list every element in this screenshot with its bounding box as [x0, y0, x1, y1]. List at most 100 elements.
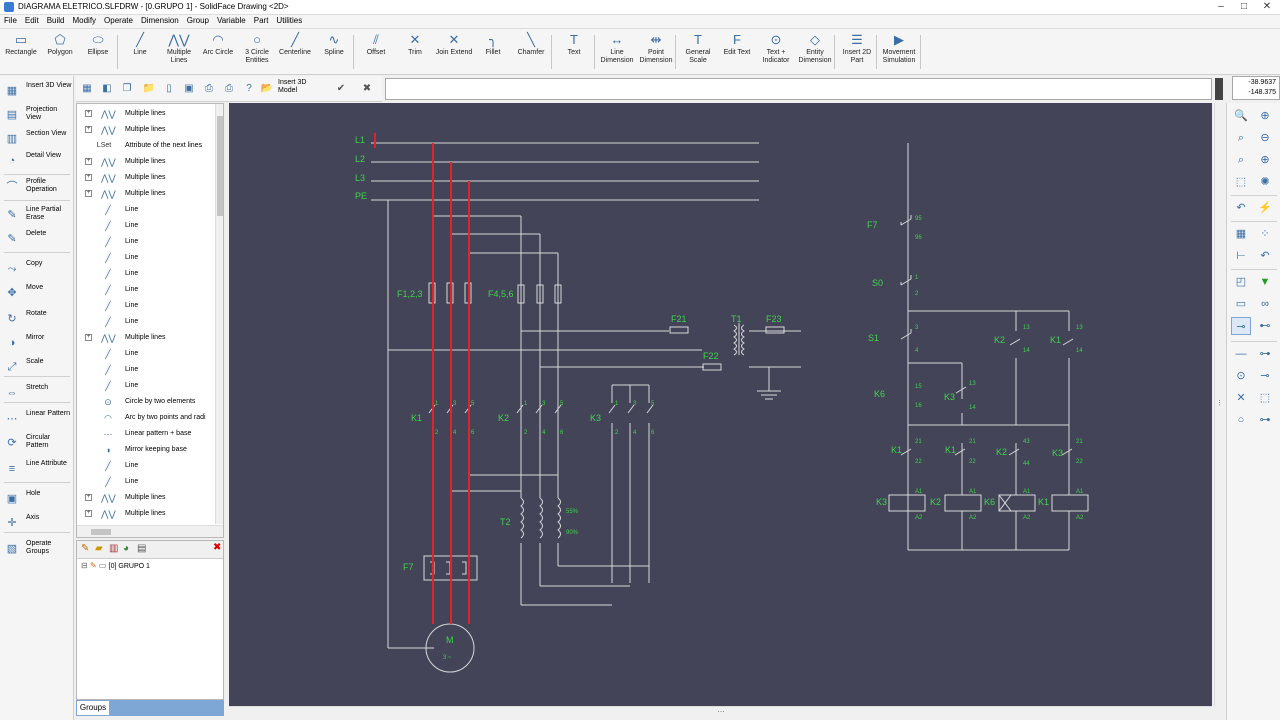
left-tool-projection-view[interactable]: ▤Projection View — [2, 104, 72, 126]
snap-center-icon[interactable]: ⊙ — [1236, 370, 1246, 382]
tree-item[interactable]: ╱Line — [77, 234, 215, 250]
tool-button-offset[interactable]: ⫽Offset — [357, 31, 395, 73]
tree-item[interactable]: +⋀⋁Multiple lines — [77, 122, 215, 138]
snap-circle-icon[interactable]: ○ — [1237, 414, 1245, 426]
tree-item[interactable]: ╱Line — [77, 474, 215, 490]
tab-groups[interactable]: Groups — [77, 701, 109, 715]
tool-button-insert-2d-part[interactable]: ☰Insert 2D Part — [838, 31, 876, 73]
tool-button-line-dimension[interactable]: ↔Line Dimension — [598, 31, 636, 73]
canvas-vertical-scrollbar[interactable]: ⋮ — [1214, 103, 1224, 706]
group-item[interactable]: ⊟ ✎ ▭ [0] GRUPO 1 — [81, 561, 150, 570]
tree-item[interactable]: ╱Line — [77, 314, 215, 330]
group-link-icon[interactable]: ◕ — [123, 543, 130, 554]
tree-item[interactable]: ╱Line — [77, 202, 215, 218]
canvas-horizontal-scrollbar[interactable]: ⋯ — [229, 706, 1212, 718]
left-tool-axis[interactable]: ✛Axis — [2, 512, 72, 534]
tree-horizontal-scrollbar[interactable] — [77, 525, 223, 537]
menu-item[interactable]: Group — [186, 16, 209, 25]
left-tool-hole[interactable]: ▣Hole — [2, 488, 72, 510]
zoom-fit-icon[interactable]: ⬚ — [1235, 176, 1247, 188]
left-tool-copy[interactable]: ⤳Copy — [2, 258, 72, 280]
tree-item[interactable]: ⋯Linear pattern + base — [77, 426, 215, 442]
group-color-icon[interactable]: ▥ — [109, 543, 119, 554]
expand-icon[interactable]: + — [85, 510, 92, 517]
left-tool-rotate[interactable]: ↻Rotate — [2, 308, 72, 330]
tree-item[interactable]: ╱Line — [77, 266, 215, 282]
menu-item[interactable]: Variable — [216, 16, 246, 25]
folder-group-icon[interactable]: ▰ — [95, 543, 103, 554]
menu-item[interactable]: Part — [253, 16, 269, 25]
left-tool-stretch[interactable]: ⇔Stretch — [2, 382, 72, 404]
tool-button-line[interactable]: ╱Line — [121, 31, 159, 73]
snap-line-icon[interactable]: — — [1235, 348, 1247, 360]
copy-view-icon[interactable]: ❐ — [122, 83, 132, 94]
tool-button-polygon[interactable]: ⬠Polygon — [41, 31, 79, 73]
print-icon[interactable]: ⎙ — [205, 83, 213, 94]
snap-midpoint-icon[interactable]: ⊸ — [1231, 317, 1251, 335]
tree-item[interactable]: ╱Line — [77, 282, 215, 298]
expand-icon[interactable]: + — [85, 190, 92, 197]
tool-button-3-circle-entities[interactable]: ○3 Circle Entities — [238, 31, 276, 73]
new-file-icon[interactable]: ▯ — [166, 83, 172, 94]
save-icon[interactable]: ▣ — [184, 83, 194, 94]
left-tool-line-partial-erase[interactable]: ✎Line Partial Erase — [2, 204, 72, 226]
menu-item[interactable]: Modify — [72, 16, 97, 25]
view-list-icon[interactable]: ▦ — [82, 83, 92, 94]
left-tool-scale[interactable]: ⤢Scale — [2, 356, 72, 378]
snap-node-icon[interactable]: ⊶ — [1259, 348, 1271, 360]
zoom-minus-icon[interactable]: ⊖ — [1260, 132, 1270, 144]
cancel-icon[interactable]: ✖ — [362, 83, 372, 94]
tree-item[interactable]: +⋀⋁Multiple lines — [77, 186, 215, 202]
snap-arc-icon[interactable]: ↶ — [1260, 250, 1270, 262]
close-icon[interactable]: ✕ — [1262, 1, 1272, 12]
tree-item[interactable]: +⋀⋁Multiple lines — [77, 170, 215, 186]
view-3d-icon[interactable]: ◧ — [102, 83, 112, 94]
minimize-icon[interactable]: – — [1218, 1, 1224, 12]
menu-item[interactable]: Utilities — [276, 16, 303, 25]
left-tool-delete[interactable]: ✎Delete — [2, 228, 72, 250]
edit-group-icon[interactable]: ✎ — [81, 543, 90, 554]
tree-item[interactable]: ╱Line — [77, 250, 215, 266]
select-box-icon[interactable]: ▭ — [1235, 298, 1247, 310]
tree-item[interactable]: +⋀⋁Multiple lines — [77, 506, 215, 522]
tool-button-join-extend[interactable]: ✕Join Extend — [435, 31, 473, 73]
command-slider[interactable] — [1215, 78, 1223, 100]
tree-item[interactable]: ╱Line — [77, 218, 215, 234]
tree-item[interactable]: ╱Line — [77, 458, 215, 474]
snap-free-icon[interactable]: ⊶ — [1259, 414, 1271, 426]
zoom-previous-icon[interactable]: ⌕ — [1237, 154, 1245, 166]
tree-item[interactable]: ╱Line — [77, 362, 215, 378]
menu-item[interactable]: Operate — [104, 16, 133, 25]
tree-item[interactable]: ◠Arc by two points and radi — [77, 410, 215, 426]
command-input[interactable] — [385, 78, 1212, 100]
tree-item[interactable]: ╱Line — [77, 378, 215, 394]
snap-dots-icon[interactable]: ⁘ — [1260, 228, 1270, 240]
zoom-next-icon[interactable]: ⊕ — [1260, 154, 1270, 166]
snap-grid-icon[interactable]: ▦ — [1235, 228, 1247, 240]
open-folder-icon[interactable]: 📁 — [142, 83, 156, 94]
refresh-icon[interactable]: ✺ — [1260, 176, 1270, 188]
print-preview-icon[interactable]: ⎙ — [225, 83, 233, 94]
undo-icon[interactable]: ↶ — [1236, 202, 1246, 214]
left-tool-detail-view[interactable]: ◔Detail View — [2, 150, 72, 172]
snap-end-icon[interactable]: ⊢ — [1236, 250, 1246, 262]
left-tool-operate-groups[interactable]: ▧Operate Groups — [2, 538, 72, 560]
expand-icon[interactable]: + — [85, 126, 92, 133]
layer-icon[interactable]: ◰ — [1235, 276, 1247, 288]
tool-button-centerline[interactable]: ╱Centerline — [276, 31, 314, 73]
tool-button-rectangle[interactable]: ▭Rectangle — [2, 31, 40, 73]
confirm-icon[interactable]: ✔ — [336, 83, 346, 94]
tree-item[interactable]: +⋀⋁Multiple lines — [77, 330, 215, 346]
tree-item[interactable]: +⋀⋁Multiple lines — [77, 490, 215, 506]
left-tool-insert-3d-view[interactable]: ▦Insert 3D View — [2, 80, 72, 102]
snap-intersection-icon[interactable]: ✕ — [1236, 392, 1246, 404]
left-tool-circular-pattern[interactable]: ⟳Circular Pattern — [2, 432, 72, 454]
tool-button-spline[interactable]: ∿Spline — [315, 31, 353, 73]
expand-icon[interactable]: + — [85, 174, 92, 181]
redo-icon[interactable]: ⚡ — [1258, 202, 1272, 214]
left-tool-section-view[interactable]: ▥Section View — [2, 128, 72, 150]
help-icon[interactable]: ? — [246, 83, 252, 94]
tool-button-ellipse[interactable]: ⬭Ellipse — [79, 31, 117, 73]
zoom-window-icon[interactable]: ⌕ — [1237, 132, 1245, 144]
